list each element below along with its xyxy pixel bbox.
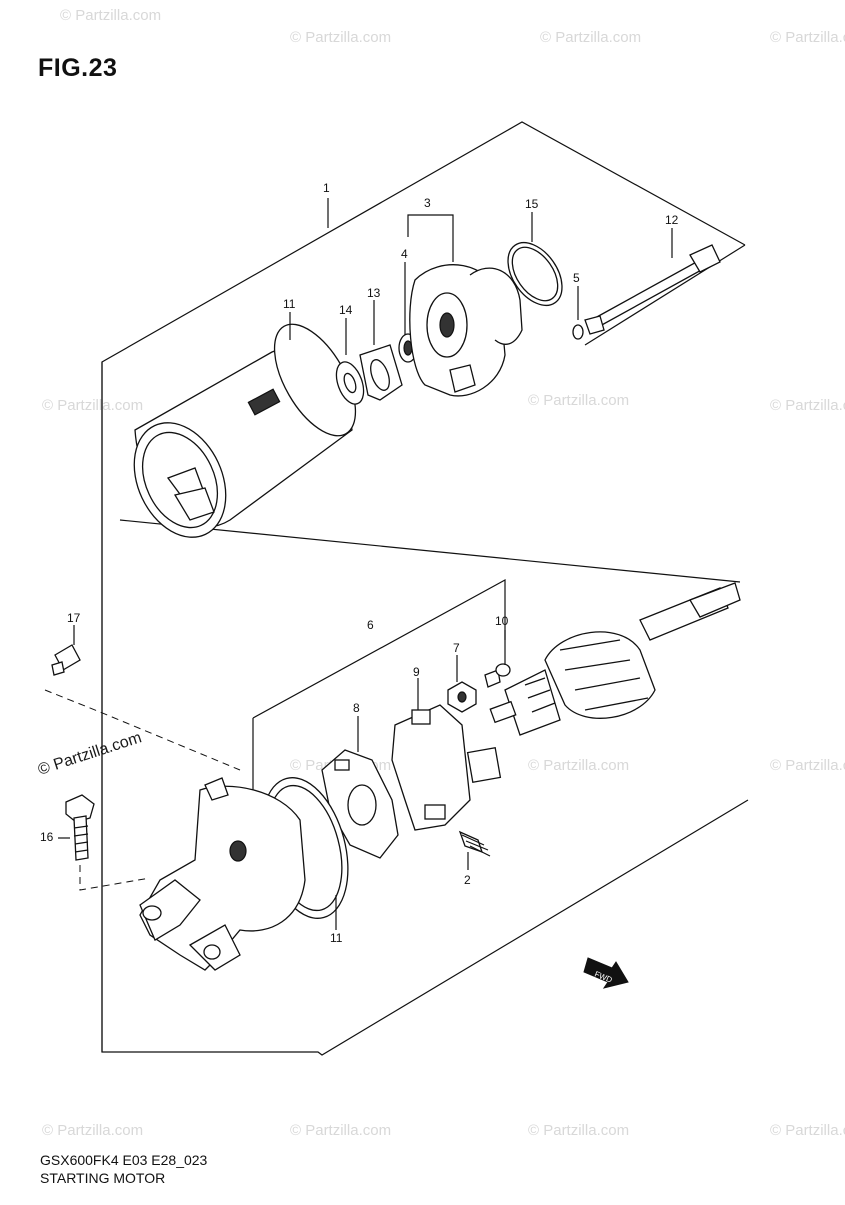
dashed-leaders	[44, 689, 241, 891]
callout-13: 13	[367, 286, 381, 300]
callout-1: 1	[323, 181, 330, 195]
through-bolt	[572, 244, 721, 340]
upper-section-divider	[119, 519, 741, 583]
callout-4: 4	[401, 247, 408, 261]
bolt-16	[65, 794, 95, 861]
watermark: © Partzilla.com	[540, 29, 641, 46]
watermark-prominent: © Partzilla.com	[36, 729, 144, 778]
watermark: © Partzilla.com	[528, 1122, 629, 1139]
figure-code: GSX600FK4 E03 E28_023	[40, 1152, 208, 1168]
callout-10: 10	[495, 614, 509, 628]
callout-11-lower: 11	[330, 931, 343, 945]
watermark: © Partzilla.com	[42, 1122, 143, 1139]
watermark: © Partzilla.com	[770, 1122, 845, 1139]
spring	[458, 830, 491, 857]
watermark: © Partzilla.com	[60, 7, 161, 24]
callout-16: 16	[40, 830, 54, 844]
screw-10	[484, 663, 511, 688]
figure-name: STARTING MOTOR	[40, 1170, 166, 1186]
upper-washers	[335, 344, 403, 405]
callout-12: 12	[665, 213, 679, 227]
bolt-guide	[584, 244, 746, 346]
end-housing	[398, 264, 523, 397]
watermark: © Partzilla.com	[770, 397, 845, 414]
watermark: © Partzilla.com	[528, 757, 629, 774]
watermark: © Partzilla.com	[290, 1122, 391, 1139]
screw-17	[51, 644, 81, 676]
callout-6: 6	[367, 618, 374, 632]
watermark-layer: © Partzilla.com © Partzilla.com © Partzi…	[36, 7, 845, 1139]
callout-9: 9	[413, 665, 420, 679]
brush-plate	[321, 749, 399, 859]
callout-15: 15	[525, 197, 539, 211]
callout-2: 2	[464, 873, 471, 887]
brush-holder	[391, 704, 502, 831]
watermark: © Partzilla.com	[528, 392, 629, 409]
forward-arrow-icon: FWD	[583, 957, 629, 989]
callout-8: 8	[353, 701, 360, 715]
brush-group-outline	[252, 578, 506, 719]
watermark: © Partzilla.com	[770, 29, 845, 46]
callout-11-upper: 11	[283, 297, 296, 311]
callout-labels: 1 2 3 4 6 7 8 9 10 11 11 5 12 13 14 15 1…	[40, 181, 679, 945]
watermark: © Partzilla.com	[290, 29, 391, 46]
callout-3: 3	[424, 196, 431, 210]
figure-title: FIG.23	[38, 54, 118, 82]
callout-14: 14	[339, 303, 353, 317]
o-ring-inner	[511, 246, 559, 302]
watermark: © Partzilla.com	[42, 397, 143, 414]
callout-leaders	[73, 198, 673, 930]
front-housing	[139, 777, 306, 971]
callout-7: 7	[453, 641, 460, 655]
callout-17: 17	[67, 611, 81, 625]
watermark: © Partzilla.com	[770, 757, 845, 774]
motor-case	[133, 323, 357, 538]
armature	[489, 582, 741, 736]
nut-hole	[457, 691, 467, 703]
callout-5: 5	[573, 271, 580, 285]
